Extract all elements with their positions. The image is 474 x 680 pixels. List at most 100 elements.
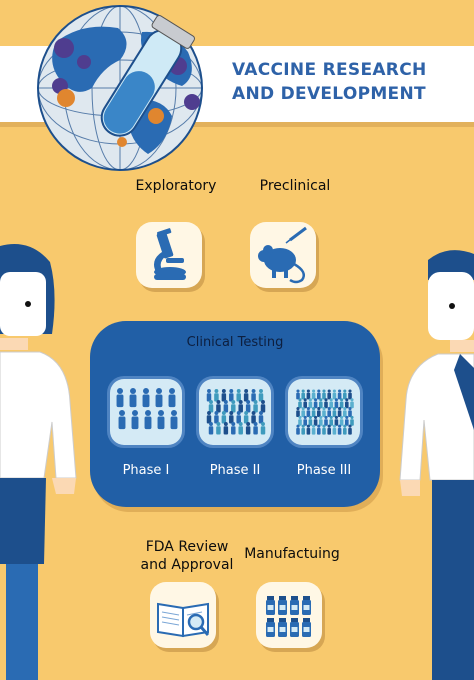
person-figure	[229, 389, 234, 402]
title-line-1: VACCINE RESEARCH	[232, 60, 427, 80]
clinical-testing-panel: Clinical Testing Phase I Phase II Phase …	[90, 321, 380, 507]
person-figure	[229, 411, 234, 424]
vial	[290, 596, 299, 615]
vial	[266, 618, 275, 637]
person-figure	[343, 407, 347, 417]
person-figure	[306, 389, 311, 400]
person-figure	[311, 389, 316, 400]
preclinical-tile	[250, 222, 316, 288]
person-figure	[296, 424, 300, 435]
exploratory-tile	[136, 222, 202, 288]
infographic-title: VACCINE RESEARCH AND DEVELOPMENT	[232, 58, 462, 106]
person-figure	[208, 422, 214, 435]
person-figure	[298, 415, 302, 426]
person-figure	[245, 422, 251, 435]
person-figure	[322, 389, 326, 400]
person-figure	[313, 415, 318, 426]
person-figure	[317, 407, 321, 417]
person-figure	[350, 398, 354, 409]
person-figure	[231, 422, 236, 435]
person-figure	[238, 422, 243, 435]
label-phase-3: Phase III	[296, 463, 352, 478]
phase-3-tile	[288, 379, 360, 445]
person-figure	[337, 407, 342, 417]
label-exploratory: Exploratory	[135, 178, 217, 194]
person-figure	[258, 389, 264, 402]
person-figure	[155, 388, 163, 408]
globe-virus-test-tube-icon	[37, 5, 203, 171]
person-figure	[329, 398, 333, 409]
person-figure	[306, 424, 311, 435]
person-figure	[236, 389, 241, 402]
person-figure	[216, 400, 221, 413]
person-figure	[324, 398, 328, 409]
microscope-icon	[154, 228, 186, 280]
person-figure	[327, 407, 331, 417]
person-figure	[313, 398, 318, 409]
person-figure	[339, 415, 344, 426]
vial	[302, 596, 311, 615]
label-preclinical: Preclinical	[259, 178, 331, 194]
person-figure	[296, 389, 300, 400]
vial	[290, 618, 299, 637]
lab-mouse-syringe-icon	[258, 226, 307, 284]
person-figure	[301, 389, 305, 400]
person-figure	[303, 398, 307, 409]
person-figure	[332, 424, 337, 435]
person-figure	[327, 424, 331, 435]
person-figure	[168, 388, 176, 408]
person-figure	[332, 407, 337, 417]
person-figure	[337, 389, 342, 400]
virus-cluster	[52, 38, 200, 147]
person-figure	[170, 410, 178, 430]
person-figure	[223, 400, 229, 413]
person-figure	[296, 407, 300, 417]
person-figure	[345, 398, 349, 409]
person-figure	[245, 400, 251, 413]
fda-review-line-1: FDA Review	[145, 539, 229, 555]
person-figure	[223, 422, 229, 435]
person-figure	[260, 422, 266, 435]
person-figure	[334, 398, 339, 409]
person-figure	[260, 400, 266, 413]
person-figure	[144, 410, 152, 430]
person-figure	[308, 415, 313, 426]
person-figure	[243, 411, 249, 424]
person-figure	[311, 407, 316, 417]
person-figure	[348, 407, 352, 417]
person-figure	[329, 415, 333, 426]
vial	[266, 596, 275, 615]
book-magnifier-icon	[157, 602, 210, 638]
person-figure	[319, 398, 323, 409]
person-figure	[131, 410, 139, 430]
person-figure	[298, 398, 302, 409]
fda-review-line-2: and Approval	[140, 557, 234, 573]
phase-1-tile	[110, 379, 182, 445]
person-figure	[350, 415, 354, 426]
phase-2-tile	[199, 379, 271, 445]
person-figure	[317, 424, 321, 435]
title-line-2: AND DEVELOPMENT	[232, 84, 426, 104]
person-figure	[231, 400, 236, 413]
person-figure	[251, 411, 256, 424]
person-figure	[253, 422, 258, 435]
person-figure	[343, 424, 347, 435]
person-figure	[348, 389, 352, 400]
person-figure	[345, 415, 349, 426]
male-scientist-illustration	[399, 250, 474, 680]
person-figure	[317, 389, 321, 400]
person-figure	[157, 410, 165, 430]
person-figure	[337, 424, 342, 435]
label-phase-1: Phase I	[122, 463, 170, 478]
person-figure	[243, 389, 249, 402]
person-figure	[311, 424, 316, 435]
small-crowd-icon	[116, 388, 178, 430]
person-figure	[258, 411, 264, 424]
person-figure	[206, 411, 212, 424]
person-figure	[236, 411, 241, 424]
person-figure	[319, 415, 323, 426]
person-figure	[118, 410, 126, 430]
label-phase-2: Phase II	[209, 463, 261, 478]
person-figure	[208, 400, 214, 413]
